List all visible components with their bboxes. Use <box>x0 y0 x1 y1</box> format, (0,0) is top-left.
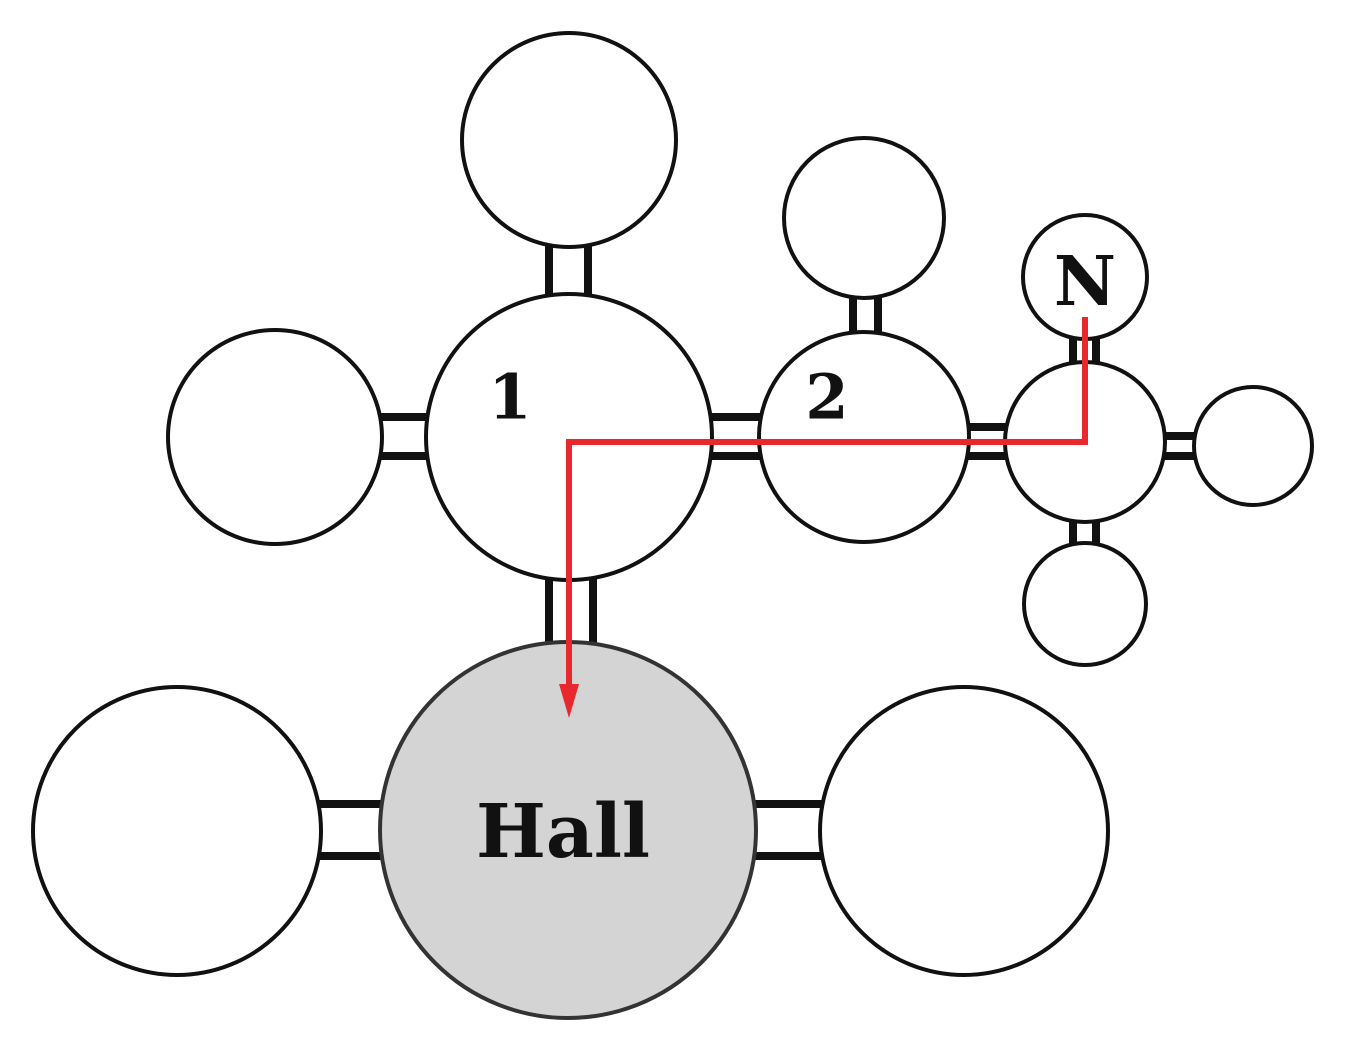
room-bottom-small <box>1022 541 1148 667</box>
room-hall-right <box>818 685 1110 977</box>
room-right-small <box>1192 385 1314 507</box>
room-1-label: 1 <box>488 361 531 434</box>
route-path <box>566 317 1088 688</box>
room-2-label: 2 <box>805 361 848 434</box>
room-top <box>460 31 678 249</box>
rooms <box>31 31 1314 1020</box>
arrowhead-icon <box>559 684 579 718</box>
room-n-label: N <box>1054 242 1116 322</box>
room-2 <box>757 330 971 544</box>
hall-label: Hall <box>476 789 650 875</box>
room-2-top <box>782 136 946 300</box>
room-hall-left <box>31 685 323 977</box>
room-left <box>166 328 384 546</box>
route-arrow <box>559 317 1088 718</box>
